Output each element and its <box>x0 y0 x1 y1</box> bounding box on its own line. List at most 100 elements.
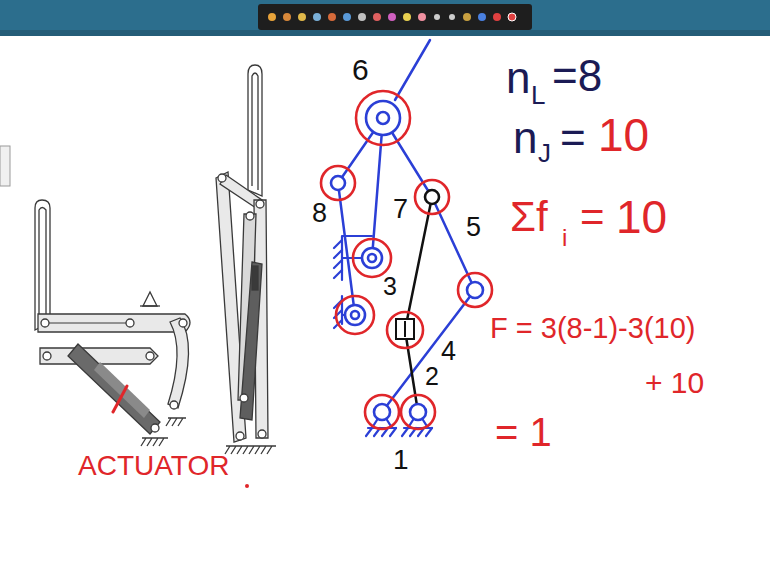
chair-folded-part <box>218 174 226 182</box>
chair-flat-part <box>94 362 150 418</box>
top-bar-part <box>298 13 306 21</box>
top-bar-part <box>449 14 455 20</box>
top-bar-part <box>0 0 770 36</box>
link-number: 6 <box>352 55 369 85</box>
chair-folded-part <box>236 432 244 440</box>
joint-circles-part <box>331 176 345 190</box>
joint-circles-part <box>345 305 365 325</box>
graph-links-part <box>382 290 475 412</box>
link-number: 8 <box>312 200 327 227</box>
joint-circles <box>321 91 492 429</box>
formula-text: =8 <box>552 54 602 98</box>
link-number: 1 <box>393 446 409 474</box>
top-bar-part <box>418 13 426 21</box>
formula-symbol: n <box>513 116 537 160</box>
link-number: 5 <box>466 214 481 241</box>
ground-symbols-part <box>334 240 342 278</box>
actuator-pointer-part <box>113 386 127 412</box>
top-bar-part <box>403 13 411 21</box>
chair-flat-part <box>35 200 50 330</box>
top-bar-part <box>373 13 381 21</box>
link-number: 4 <box>441 338 456 365</box>
formula-subscript: J <box>538 140 551 166</box>
ground-symbols <box>334 236 432 436</box>
side-marker-part <box>0 146 10 186</box>
link-number: 7 <box>393 196 408 223</box>
joint-circles-part <box>387 312 423 348</box>
joint-circles-part <box>336 296 374 334</box>
formula-symbol: n <box>506 56 530 100</box>
annotation-text: ACTUATOR <box>78 452 229 480</box>
graph-links-part <box>372 118 383 258</box>
top-bar <box>0 0 770 36</box>
top-bar-part <box>258 4 532 30</box>
chair-flat-part <box>168 318 189 408</box>
joint-circles-part <box>365 395 399 429</box>
top-bar-part <box>434 14 440 20</box>
formula-subscript: L <box>531 82 545 108</box>
formula-value: 10 <box>598 112 649 158</box>
top-bar-part <box>388 13 396 21</box>
chair-flat-part <box>40 348 158 364</box>
top-bar-part <box>328 13 336 21</box>
chair-flat-part <box>141 438 168 446</box>
chair-flat-part <box>170 401 178 409</box>
chair-flat-part <box>179 319 187 327</box>
top-bar-part <box>493 13 501 21</box>
top-bar-part <box>478 13 486 21</box>
chair-flat-part <box>38 314 190 332</box>
link-number: 2 <box>425 364 439 389</box>
joint-circles-part <box>374 404 390 420</box>
formula-text: F = 3(8-1)-3(10) <box>490 314 695 343</box>
chair-flat-part <box>140 305 160 306</box>
formula-text: + 10 <box>645 368 704 398</box>
chair-folded <box>216 65 276 454</box>
graph-links-part <box>395 40 430 100</box>
joint-circles-part <box>425 190 439 204</box>
top-bar-part <box>358 13 366 21</box>
formula-value: 10 <box>616 194 667 240</box>
top-bar-part <box>343 13 351 21</box>
top-bar-part <box>313 13 321 21</box>
chair-flat-part <box>41 319 49 327</box>
chair-flat-part <box>166 418 186 426</box>
chair-flat <box>35 200 190 446</box>
joint-circles-part <box>401 395 435 429</box>
top-bar-part <box>508 13 516 21</box>
chair-flat-part <box>39 208 46 321</box>
joint-circles-part <box>396 319 414 339</box>
graph-links <box>338 40 475 412</box>
joint-circles-part <box>410 404 426 420</box>
chair-folded-part <box>240 262 262 420</box>
chair-folded-part <box>252 266 258 290</box>
joint-circles-part <box>321 166 355 200</box>
chair-flat-part <box>143 292 157 306</box>
joint-circles-part <box>377 112 389 124</box>
formula-symbol: Σf <box>510 196 548 238</box>
chair-flat-part <box>151 424 159 432</box>
chair-folded-part <box>248 65 262 196</box>
formula-text: = <box>560 116 586 160</box>
chair-flat-part <box>48 323 130 324</box>
joint-circles-part <box>368 254 376 262</box>
joint-circles-part <box>362 248 382 268</box>
chair-flat-part <box>43 352 51 360</box>
top-bar-part <box>0 30 770 36</box>
top-bar-part <box>283 13 291 21</box>
chair-flat-part <box>126 319 134 327</box>
formula-text: = <box>580 196 605 238</box>
joint-circles-part <box>356 91 410 145</box>
chair-folded-part <box>252 73 258 190</box>
graph-links-part <box>432 197 475 290</box>
side-marker <box>0 146 10 186</box>
joint-circles-part <box>353 239 391 277</box>
joint-circles-part <box>404 321 406 337</box>
chair-folded-part <box>225 446 276 454</box>
link-number: 3 <box>383 274 397 299</box>
joint-circles-part <box>467 282 483 298</box>
formula-subscript: i <box>562 226 567 250</box>
chair-folded-part <box>246 212 254 220</box>
top-bar-part <box>463 13 471 21</box>
joint-circles-part <box>366 101 400 135</box>
joint-circles-part <box>351 311 359 319</box>
